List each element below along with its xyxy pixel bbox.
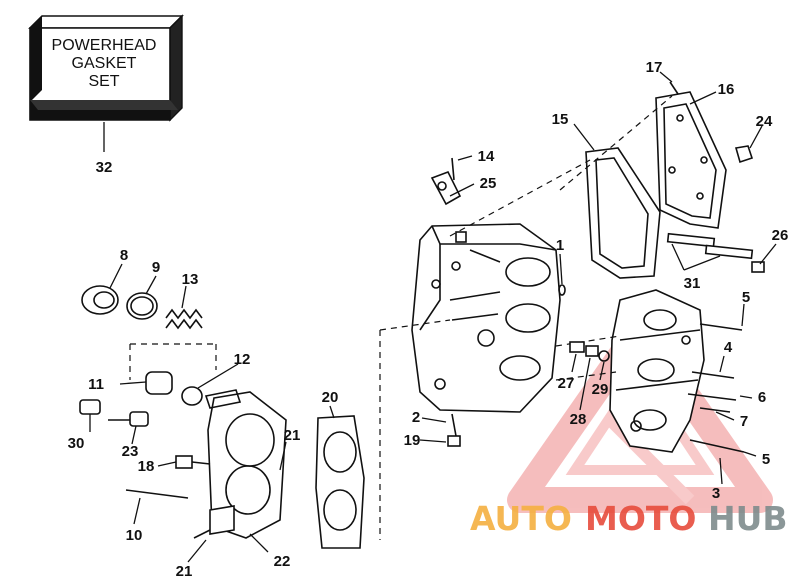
watermark-hub: HUB <box>708 499 788 538</box>
callout-12: 12 <box>234 351 251 368</box>
fitting-26 <box>751 261 765 273</box>
gasket-set-box: POWERHEAD GASKET SET <box>28 14 184 152</box>
callout-14: 14 <box>478 148 495 165</box>
hose-clamp-24 <box>734 145 754 164</box>
crankcase-block <box>411 223 561 413</box>
screw-17 <box>669 81 679 95</box>
callout-13: 13 <box>182 271 199 288</box>
cylinder-head <box>193 389 287 539</box>
callout-28: 28 <box>570 411 587 428</box>
thermostat-11 <box>145 371 173 395</box>
fitting-27-28-29 <box>569 341 610 362</box>
callout-10: 10 <box>126 527 143 544</box>
callout-32: 32 <box>96 159 113 176</box>
bolts-right <box>687 323 745 453</box>
callout-19: 19 <box>404 432 421 449</box>
crankcase-cover-right <box>609 289 705 453</box>
fitting-30 <box>79 399 101 415</box>
grommet-12 <box>181 386 203 406</box>
callout-21a: 21 <box>284 427 301 444</box>
seal-housing-8 <box>81 285 119 315</box>
nut-19 <box>447 435 461 447</box>
pin-1 <box>558 284 566 296</box>
watermark-moto: MOTO <box>585 499 696 538</box>
watermark-text: AUTO MOTO HUB <box>470 499 788 538</box>
sensor-18 <box>175 455 211 469</box>
callout-31: 31 <box>684 275 701 292</box>
gasket-set-title-line-1: POWERHEAD <box>52 37 157 54</box>
bolt-10 <box>125 489 189 499</box>
callout-3: 3 <box>712 485 720 502</box>
gasket-set-title-line-2: GASKET <box>72 55 137 72</box>
callout-4: 4 <box>724 339 733 356</box>
label-leaders <box>89 71 777 563</box>
callout-6: 6 <box>758 389 766 406</box>
callout-25: 25 <box>480 175 497 192</box>
head-gasket-20 <box>315 415 365 549</box>
callout-5b: 5 <box>762 451 770 468</box>
exhaust-cover-gasket <box>585 147 661 279</box>
spring-13 <box>165 308 203 330</box>
callout-26: 26 <box>772 227 789 244</box>
exhaust-cover-plate <box>655 91 727 229</box>
callout-17: 17 <box>646 59 663 76</box>
fitting-23 <box>108 411 149 427</box>
callout-24: 24 <box>756 113 773 130</box>
callout-2: 2 <box>412 409 420 426</box>
callout-23: 23 <box>122 443 139 460</box>
callout-1: 1 <box>556 237 564 254</box>
callout-22: 22 <box>274 553 291 570</box>
part-labels: 1 2 3 4 5 5 6 7 8 9 10 11 12 13 14 15 16… <box>68 59 789 580</box>
stud-2 <box>451 413 457 437</box>
callout-16: 16 <box>718 81 735 98</box>
callout-5a: 5 <box>742 289 750 306</box>
callout-15: 15 <box>552 111 569 128</box>
callout-21b: 21 <box>176 563 193 580</box>
dowel-pins-31 <box>666 232 754 260</box>
callout-8: 8 <box>120 247 128 264</box>
callout-18: 18 <box>138 458 155 475</box>
callout-20: 20 <box>322 389 339 406</box>
callout-7: 7 <box>740 413 748 430</box>
o-ring-9 <box>126 292 158 320</box>
watermark-auto: AUTO <box>470 499 572 538</box>
assembly-dashed-lines <box>129 95 673 540</box>
callout-11: 11 <box>88 376 104 393</box>
lifting-eye-25 <box>430 170 462 206</box>
callout-29: 29 <box>592 381 609 398</box>
callout-9: 9 <box>152 259 160 276</box>
gasket-set-title-line-3: SET <box>88 73 119 90</box>
callout-27: 27 <box>558 375 575 392</box>
callout-30: 30 <box>68 435 85 452</box>
screw-14 <box>451 157 455 181</box>
